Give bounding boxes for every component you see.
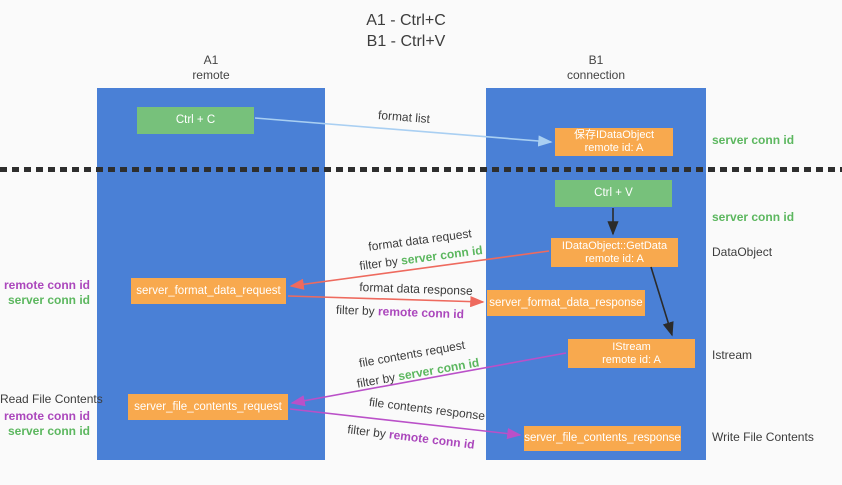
label-server-conn-id-left-2: server conn id [7,424,90,438]
node-ctrl-c: Ctrl + C [137,107,254,134]
arrow-label-format-data-response: format data response [359,280,473,298]
label-read-file-contents: Read File Contents [0,392,103,406]
node-istream-line1: IStream [612,340,651,353]
node-server-format-data-response: server_format_data_response [487,290,645,316]
arrow-label-filter-remote-conn-id-1: filter by remote conn id [336,303,464,321]
node-file-request-label: server_file_contents_request [134,400,282,413]
node-server-format-data-request: server_format_data_request [131,278,286,304]
label-server-conn-id-left-1: server conn id [7,293,90,307]
node-server-file-contents-response: server_file_contents_response [524,426,681,451]
label-server-conn-id-top: server conn id [712,133,795,147]
label-istream: Istream [712,348,753,362]
filter-by-text: filter by [335,302,379,319]
arrow-label-format-list: format list [377,107,431,127]
label-dataobject: DataObject [712,245,773,259]
label-remote-conn-id-2: remote conn id [3,409,90,423]
arrow-label-filter-remote-conn-id-2: filter by remote conn id [347,422,476,451]
filter-by-text: filter by [358,253,403,274]
node-istream: IStream remote id: A [568,339,695,368]
node-getdata-line2: remote id: A [585,252,644,265]
title-line-2: B1 - Ctrl+V [366,33,446,50]
filter-key-remote-conn-id: remote conn id [388,427,476,452]
node-format-request-label: server_format_data_request [136,284,281,297]
node-save-idataobject-line2: remote id: A [584,142,644,154]
node-getdata-line1: IDataObject::GetData [561,239,668,252]
node-server-file-contents-request: server_file_contents_request [128,394,288,420]
label-server-conn-id-mid: server conn id [712,210,795,224]
filter-by-text: filter by [346,422,391,442]
node-idataobject-getdata: IDataObject::GetData remote id: A [551,238,678,267]
lane-b1-name: connection [566,68,626,82]
node-format-response-label: server_format_data_response [489,296,643,309]
lane-a1-name: remote [192,68,230,82]
node-ctrl-v: Ctrl + V [555,180,672,207]
lane-header-b1: B1 connection [486,53,706,83]
diagram-title: A1 - Ctrl+C B1 - Ctrl+V [0,10,812,52]
arrow-label-file-contents-response: file contents response [368,394,486,424]
node-save-idataobject: 保存IDataObject remote id: A [555,128,673,156]
node-istream-line2: remote id: A [602,353,661,366]
node-ctrl-v-label: Ctrl + V [594,187,633,199]
node-ctrl-c-label: Ctrl + C [175,114,216,126]
node-save-idataobject-line1: 保存IDataObject [573,129,655,141]
label-write-file-contents: Write File Contents [712,430,814,444]
filter-key-remote-conn-id: remote conn id [377,304,465,322]
filter-by-text: filter by [355,369,400,391]
lane-a1-id: A1 [203,53,219,67]
lane-header-a1: A1 remote [97,53,325,83]
lane-b1-id: B1 [588,53,604,67]
dotted-divider-line [0,167,842,172]
label-remote-conn-id-1: remote conn id [3,278,90,292]
node-file-response-label: server_file_contents_response [524,432,681,444]
title-line-1: A1 - Ctrl+C [366,12,446,29]
